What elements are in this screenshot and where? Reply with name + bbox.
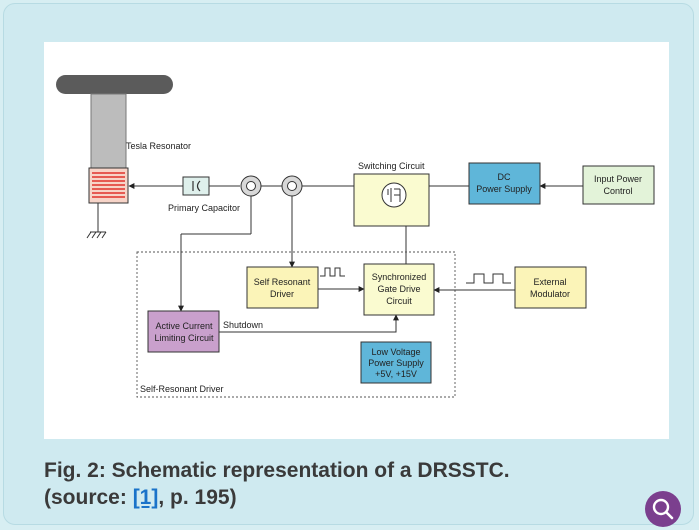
input-power-line2: Control xyxy=(603,186,632,196)
zoom-button[interactable] xyxy=(645,491,681,527)
low-voltage-supply-box xyxy=(360,341,432,384)
gate-drive-line2: Gate Drive xyxy=(377,284,420,294)
primary-capacitor xyxy=(182,176,210,196)
reference-link[interactable]: [1] xyxy=(132,486,159,509)
coil-windings xyxy=(92,172,125,198)
ext-mod-line2: Modulator xyxy=(530,289,570,299)
gate-drive-box xyxy=(363,263,435,316)
caption-prefix: (source: xyxy=(44,486,133,509)
dc-supply-line1: DC xyxy=(498,172,511,182)
input-power-control-box xyxy=(582,165,655,205)
caption-line2: (source: [1], p. 195) xyxy=(44,484,604,511)
input-power-line1: Input Power xyxy=(594,174,642,184)
current-limiting-box xyxy=(147,310,220,353)
topload-toroid xyxy=(56,75,173,94)
acl-line2: Limiting Circuit xyxy=(154,333,214,343)
region-label: Self-Resonant Driver xyxy=(140,384,224,394)
lv-line1: Low Voltage xyxy=(371,347,420,357)
tesla-resonator-label: Tesla Resonator xyxy=(126,141,191,151)
modulator-pulse-icon xyxy=(466,273,511,284)
caption-suffix: , p. 195) xyxy=(158,486,237,509)
pulse-train-icon xyxy=(320,267,345,277)
dc-supply-line2: Power Supply xyxy=(476,184,532,194)
lv-line2: Power Supply xyxy=(368,358,424,368)
lv-line3: +5V, +15V xyxy=(375,369,417,379)
primary-capacitor-label: Primary Capacitor xyxy=(168,203,240,213)
figure-caption: Fig. 2: Schematic representation of a DR… xyxy=(44,457,604,511)
ext-mod-line1: External xyxy=(533,277,566,287)
gate-drive-line3: Circuit xyxy=(386,296,412,306)
srd-line1: Self Resonant xyxy=(254,277,311,287)
external-modulator-box xyxy=(514,266,587,309)
ground-symbol xyxy=(86,203,107,239)
dc-power-supply-box xyxy=(468,162,541,205)
schematic-svg: Tesla Resonator Primary Capacitor xyxy=(56,75,655,398)
switching-circuit-label: Switching Circuit xyxy=(358,161,425,171)
gate-drive-line1: Synchronized xyxy=(372,272,427,282)
caption-line1: Fig. 2: Schematic representation of a DR… xyxy=(44,459,510,482)
secondary-column xyxy=(90,93,127,169)
self-resonant-driver-box xyxy=(246,266,319,309)
srd-line2: Driver xyxy=(270,289,294,299)
figure-card: Tesla Resonator Primary Capacitor xyxy=(3,3,694,527)
shutdown-label: Shutdown xyxy=(223,320,263,330)
search-icon xyxy=(652,498,674,520)
drsstc-schematic: Tesla Resonator Primary Capacitor xyxy=(44,42,669,439)
self-resonant-driver-region xyxy=(136,251,456,398)
acl-line1: Active Current xyxy=(155,321,213,331)
